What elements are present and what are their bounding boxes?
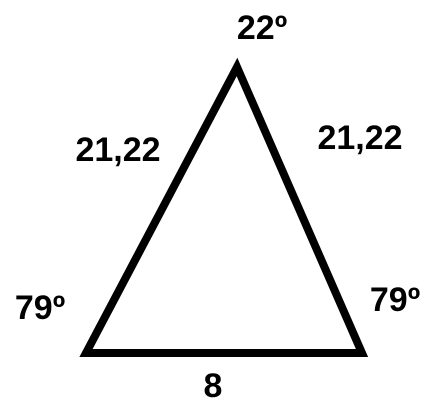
left-side-label: 21,22 [75,131,160,169]
top-angle-label: 22º [237,9,287,47]
bottom-right-angle-label: 79º [370,281,420,319]
right-side-label: 21,22 [317,119,402,157]
isosceles-triangle [79,57,369,357]
bottom-left-angle-label: 79º [15,289,65,327]
base-side-label: 8 [204,367,223,403]
